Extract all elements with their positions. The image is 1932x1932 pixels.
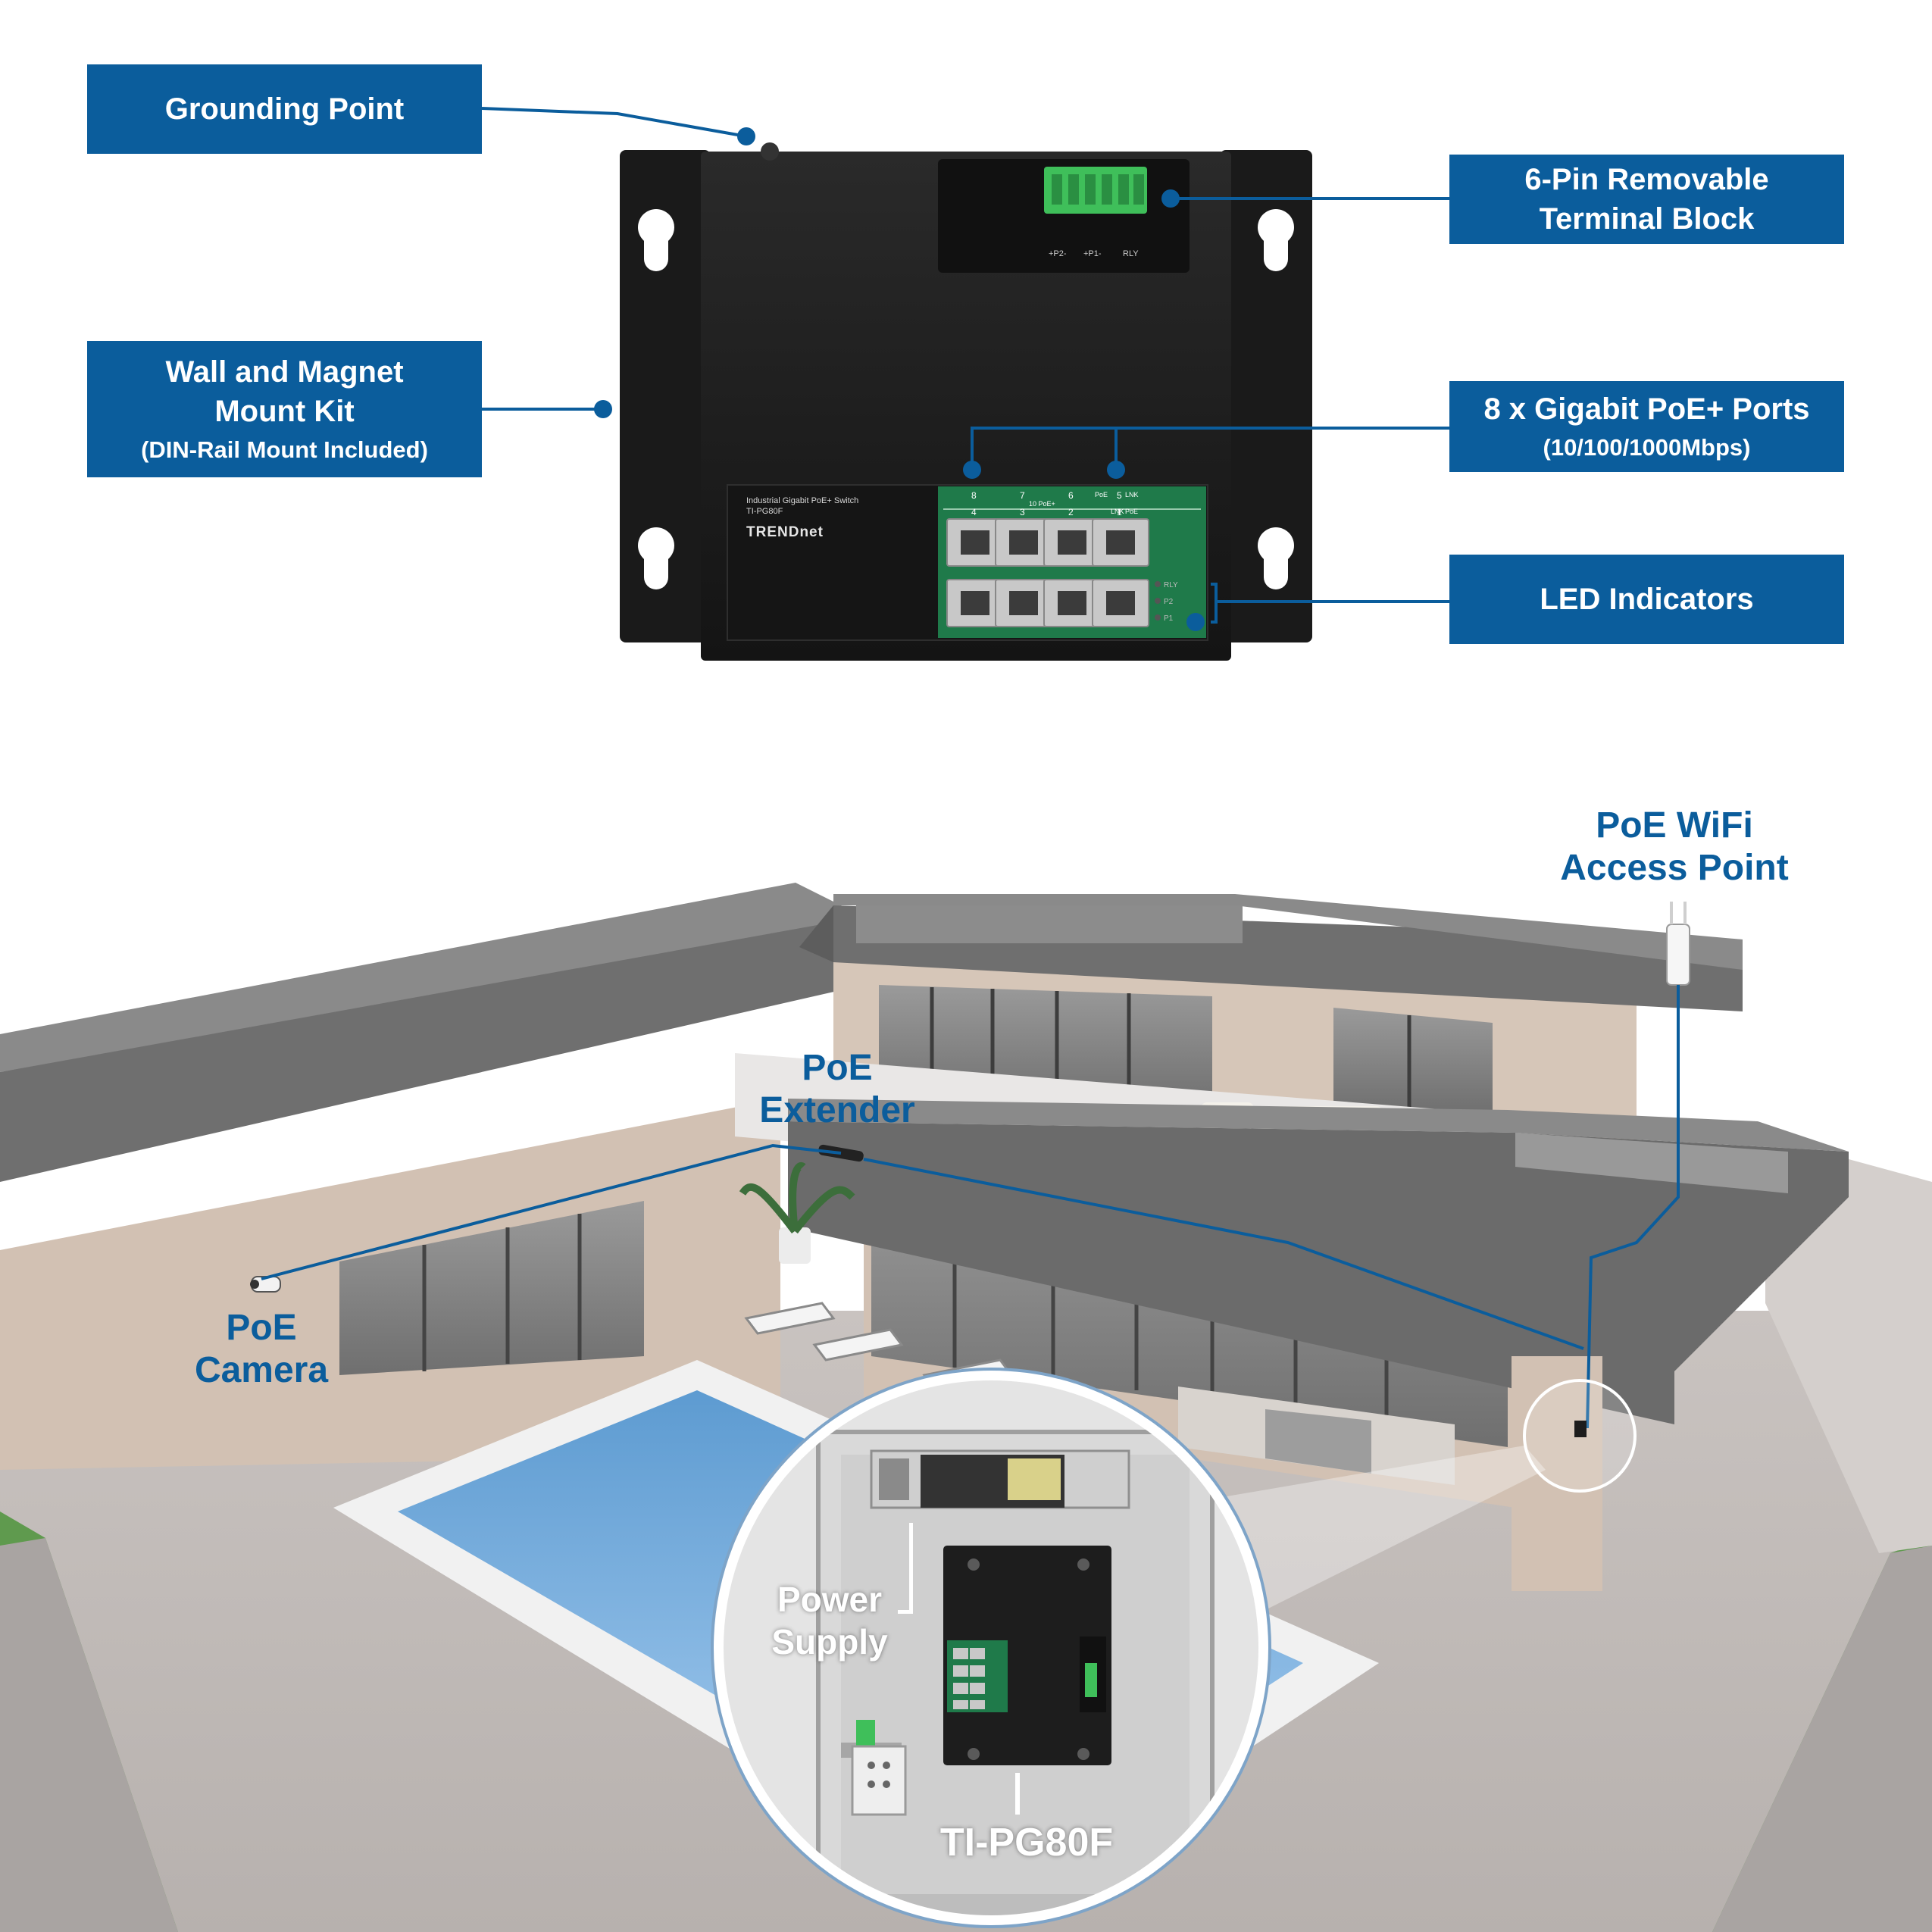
callout-leader-lines bbox=[481, 107, 1449, 624]
mount-kit-subtitle: (DIN-Rail Mount Included) bbox=[141, 436, 428, 463]
svg-text:LNK: LNK bbox=[1111, 508, 1124, 515]
terminal-labels: +P2- +P1- RLY bbox=[1049, 249, 1139, 258]
left-wing-windows bbox=[339, 1201, 644, 1375]
led-labels: RLY P2 P1 bbox=[1164, 581, 1178, 623]
port-number-labels: 8 7 6 5 4 3 2 1 bbox=[971, 490, 1122, 517]
product-model-text: TI-PG80F bbox=[746, 507, 783, 516]
svg-text:+P1-: +P1- bbox=[1083, 249, 1102, 258]
access-point-label: PoE WiFi Access Point bbox=[1560, 805, 1789, 888]
brand-logo-text: TRENDnet bbox=[746, 524, 824, 540]
svg-text:RLY: RLY bbox=[1164, 581, 1178, 589]
led-dots bbox=[1155, 581, 1161, 621]
left-mount-flange bbox=[620, 150, 711, 642]
poe-camera-label: PoE Camera bbox=[194, 1308, 329, 1390]
enclosure-magnifier bbox=[711, 1368, 1271, 1928]
poe-standard-label: 10 PoE+ bbox=[1029, 500, 1055, 508]
svg-text:3: 3 bbox=[1020, 507, 1025, 517]
switch-device: Industrial Gigabit PoE+ Switch TI-PG80F … bbox=[620, 142, 1312, 661]
power-supply-label: Power Supply bbox=[771, 1580, 888, 1662]
svg-text:4: 4 bbox=[971, 507, 977, 517]
right-mount-flange bbox=[1220, 150, 1312, 642]
network-cables bbox=[261, 985, 1680, 1429]
poe-ports-speed: (10/100/1000Mbps) bbox=[1543, 434, 1751, 461]
poe-lnk-labels: PoE LNK LNK PoE bbox=[1095, 491, 1139, 515]
wifi-access-point-device bbox=[1666, 902, 1690, 986]
model-label: TI-PG80F bbox=[939, 1821, 1114, 1865]
led-indicators-callout: LED Indicators bbox=[1449, 555, 1844, 644]
mount-keyholes bbox=[638, 209, 1294, 589]
svg-text:2: 2 bbox=[1068, 507, 1074, 517]
mount-kit-line2: Mount Kit bbox=[214, 395, 355, 428]
grounding-point-callout: Grounding Point bbox=[87, 64, 482, 154]
terminal-block-line2: Terminal Block bbox=[1539, 202, 1755, 236]
product-name-text: Industrial Gigabit PoE+ Switch bbox=[746, 496, 858, 505]
mount-kit-line1: Wall and Magnet bbox=[165, 355, 404, 389]
house-scene bbox=[0, 883, 1932, 1932]
grounding-screw bbox=[761, 142, 779, 161]
svg-text:P2: P2 bbox=[1164, 598, 1174, 606]
svg-text:PoE: PoE bbox=[1095, 491, 1108, 499]
poe-extender-label: PoE Extender bbox=[759, 1048, 915, 1130]
led-indicators-label: LED Indicators bbox=[1540, 583, 1754, 616]
mount-kit-callout: Wall and Magnet Mount Kit (DIN-Rail Moun… bbox=[87, 341, 482, 477]
svg-text:+P2-: +P2- bbox=[1049, 249, 1067, 258]
potted-palm bbox=[739, 1162, 855, 1264]
svg-text:PoE: PoE bbox=[1125, 508, 1138, 515]
svg-text:6: 6 bbox=[1068, 490, 1074, 501]
terminal-block-callout: 6-Pin Removable Terminal Block bbox=[1449, 155, 1844, 244]
svg-text:8: 8 bbox=[971, 490, 977, 501]
terminal-block-line1: 6-Pin Removable bbox=[1524, 163, 1769, 196]
svg-text:1: 1 bbox=[1117, 507, 1122, 517]
svg-text:7: 7 bbox=[1020, 490, 1025, 501]
svg-text:5: 5 bbox=[1117, 490, 1122, 501]
svg-text:RLY: RLY bbox=[1123, 249, 1139, 258]
grounding-point-label: Grounding Point bbox=[164, 92, 405, 126]
poe-ports-label: 8 x Gigabit PoE+ Ports bbox=[1483, 392, 1810, 426]
svg-text:LNK: LNK bbox=[1125, 491, 1139, 499]
svg-text:P1: P1 bbox=[1164, 614, 1174, 623]
poe-ports-callout: 8 x Gigabit PoE+ Ports (10/100/1000Mbps) bbox=[1449, 381, 1844, 472]
left-roof bbox=[0, 917, 864, 1182]
